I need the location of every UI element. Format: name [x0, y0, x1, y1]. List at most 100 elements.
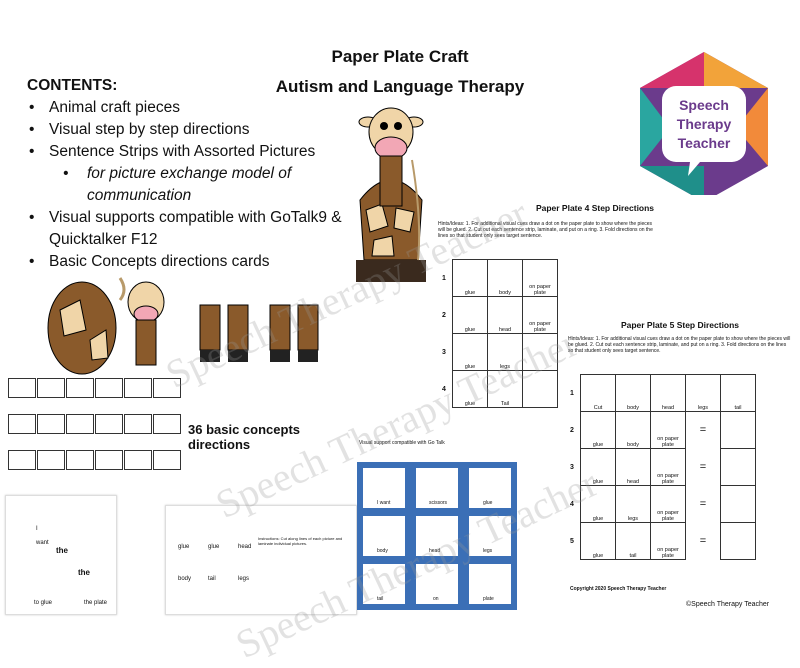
contents-item: Basic Concepts directions cards: [27, 251, 357, 273]
five-step-sheet: Paper Plate 5 Step Directions Hints/Idea…: [560, 310, 800, 610]
five-step-copyright: Copyright 2020 Speech Therapy Teacher: [570, 586, 667, 592]
step-cell: glue: [452, 370, 488, 408]
step-cell: glue: [580, 411, 616, 449]
gotalk-cell: I want: [377, 500, 391, 506]
basic-concepts-line2: directions: [188, 437, 251, 452]
step-cell: glue: [452, 296, 488, 334]
step-cell: [720, 485, 756, 523]
step-cell: on paper plate: [650, 448, 686, 486]
basic-concepts-cards: [8, 378, 181, 486]
concept-card: [37, 414, 65, 434]
picture-label: legs: [238, 576, 250, 582]
concept-card: [124, 414, 152, 434]
step-cell: body: [615, 411, 651, 449]
picture-cards-sheet: glue glue head body tail legs Instructio…: [165, 505, 357, 615]
gotalk-cell: plate: [483, 596, 494, 602]
equals-sign: =: [699, 461, 707, 473]
concept-card: [66, 450, 94, 470]
four-step-title: Paper Plate 4 Step Directions: [535, 203, 655, 213]
five-step-title: Paper Plate 5 Step Directions: [620, 320, 740, 330]
sentence-strips-sheet: I want the the to glue the plate: [5, 495, 117, 615]
step-cell: head: [650, 374, 686, 412]
picture-label: head: [238, 544, 252, 550]
concept-card: [153, 378, 181, 398]
step-cell: on paper plate: [522, 296, 558, 334]
step-number: 2: [442, 311, 446, 319]
step-cell: body: [487, 259, 523, 297]
concept-card: [95, 378, 123, 398]
step-cell: [720, 522, 756, 560]
concept-card: [153, 414, 181, 434]
instructions-text: Instructions: Cut along lines of each pi…: [258, 536, 343, 546]
equals-sign: =: [699, 424, 707, 437]
step-cell: on paper plate: [522, 259, 558, 297]
gotalk-cell: body: [377, 548, 388, 554]
concept-card: [95, 414, 123, 434]
contents-item: Animal craft pieces: [27, 97, 357, 119]
step-number: 1: [442, 274, 446, 282]
strip-word: the: [56, 546, 68, 555]
craft-pieces: [40, 270, 340, 380]
step-cell: tail: [720, 374, 756, 412]
concept-card: [8, 414, 36, 434]
strip-word: I: [36, 526, 38, 532]
page-title: Paper Plate Craft: [331, 47, 469, 66]
contents-heading: CONTENTS:: [27, 77, 118, 94]
logo-line2: Therapy: [676, 116, 732, 132]
strip-word: want: [36, 540, 49, 546]
step-cell: legs: [487, 333, 523, 371]
step-number: 1: [570, 389, 574, 397]
gotalk-cell: scissors: [429, 500, 448, 506]
step-cell: glue: [580, 448, 616, 486]
step-cell: glue: [580, 485, 616, 523]
giraffe-illustration: [352, 100, 430, 290]
step-number: 3: [570, 463, 574, 471]
picture-label: tail: [208, 576, 216, 582]
step-cell: glue: [452, 333, 488, 371]
concept-card: [124, 378, 152, 398]
concept-card: [95, 450, 123, 470]
concept-card: [124, 450, 152, 470]
page-subtitle: Autism and Language Therapy: [275, 77, 525, 96]
step-cell: on paper plate: [650, 522, 686, 560]
equals-sign: =: [699, 535, 707, 547]
step-cell: on paper plate: [650, 485, 686, 523]
logo-line1: Speech: [679, 97, 729, 113]
contents-subitem: for picture exchange model of communicat…: [27, 163, 357, 207]
copyright-text: ©Speech Therapy Teacher: [686, 601, 770, 608]
step-cell: glue: [580, 522, 616, 560]
concept-card: [66, 378, 94, 398]
step-cell: Tail: [487, 370, 523, 408]
step-number: 4: [570, 500, 574, 508]
concept-card: [8, 450, 36, 470]
step-cell: glue: [452, 259, 488, 297]
step-cell: tail: [615, 522, 651, 560]
concept-card: [8, 378, 36, 398]
contents-item: Visual step by step directions: [27, 119, 357, 141]
picture-label: glue: [178, 544, 190, 550]
step-cell: head: [487, 296, 523, 334]
step-cell: Cut: [580, 374, 616, 412]
step-number: 2: [570, 426, 574, 434]
strip-word: the plate: [84, 600, 108, 606]
concept-card: [37, 450, 65, 470]
step-cell: legs: [685, 374, 721, 412]
logo-line3: Teacher: [677, 135, 731, 151]
basic-concepts-line1: 36 basic concepts: [188, 422, 300, 437]
gotalk-caption: Visual support compatible with Go Talk: [359, 440, 445, 446]
speech-therapy-teacher-logo: Speech Therapy Teacher: [630, 48, 778, 208]
contents-list: CONTENTS: Animal craft pieces Visual ste…: [27, 75, 357, 273]
picture-label: glue: [208, 544, 220, 550]
gotalk-cell: on: [433, 596, 439, 602]
four-step-hint: Hints/Ideas: 1. For additional visual cu…: [438, 221, 653, 239]
step-cell: [522, 333, 558, 371]
step-cell: on paper plate: [650, 411, 686, 449]
